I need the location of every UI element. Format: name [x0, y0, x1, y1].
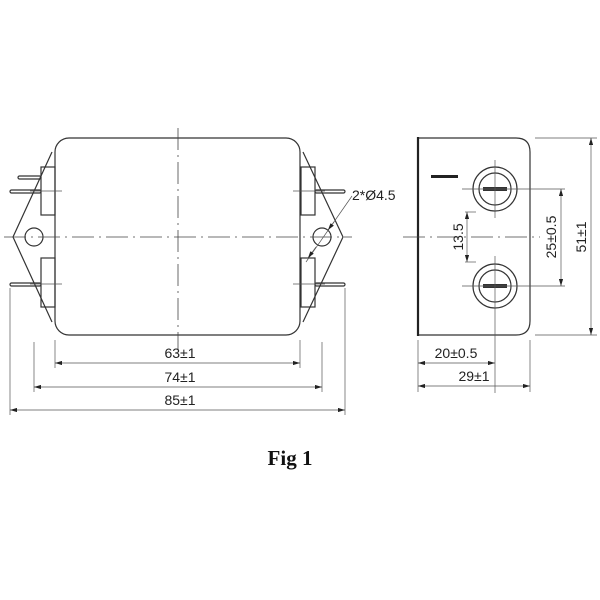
terminal-centerlines: [30, 190, 325, 285]
right-flange: [302, 151, 344, 323]
side-body-outline: [418, 137, 531, 336]
dim-terminal-depth: 20±0.5: [435, 345, 478, 361]
dim-overall-width: 85±1: [164, 392, 195, 408]
hole-note: 2*Ø4.5: [352, 187, 396, 203]
dim-body-width: 63±1: [164, 345, 195, 361]
hole-arrow: [327, 221, 335, 231]
left-terminal-bottom: [40, 257, 56, 308]
marking-bar: [431, 175, 458, 178]
pins: [9, 175, 346, 287]
side-view: 13.5 25±0.5 51±1 20±0.5 29±1: [403, 137, 597, 393]
dim-terminal-offset: 13.5: [450, 223, 466, 250]
dim-height: 51±1: [573, 221, 589, 252]
figure-caption: Fig 1: [268, 446, 313, 470]
front-view: 2*Ø4.5 63±1 74±1 85±1: [4, 128, 396, 415]
extension-lines: [9, 288, 346, 415]
hole-arrow: [307, 246, 317, 259]
dim-mount-pitch: 74±1: [164, 369, 195, 385]
side-centerlines: [417, 137, 597, 393]
body-outline: [54, 137, 301, 336]
dim-depth: 29±1: [458, 368, 489, 384]
dim-terminal-pitch: 25±0.5: [543, 215, 559, 258]
